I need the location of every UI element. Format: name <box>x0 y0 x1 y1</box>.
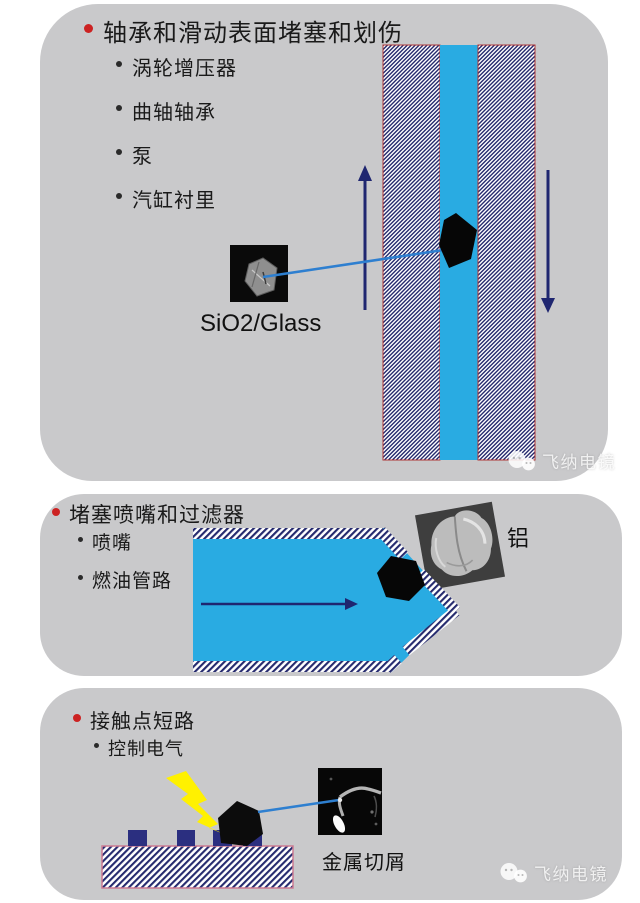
particle-label-aluminum: 铝 <box>507 526 531 551</box>
section-title-text: 接触点短路 <box>90 711 195 733</box>
section-title-nozzle: 堵塞喷嘴和过滤器 <box>52 499 245 529</box>
watermark: 飞纳电镜 <box>507 448 616 473</box>
list-item: 燃油管路 <box>78 566 172 593</box>
list-item: 汽缸衬里 <box>116 184 237 213</box>
list-item: 控制电气 <box>94 735 184 761</box>
bullet-icon <box>78 575 83 580</box>
particle-label-sio2: SiO2/Glass <box>200 310 322 337</box>
bullet-icon <box>78 537 83 542</box>
bullet-text: 燃油管路 <box>92 571 173 592</box>
red-bullet-icon <box>73 714 81 722</box>
particle-label-chips: 金属切屑 <box>322 852 406 874</box>
bullet-icon <box>116 193 122 199</box>
bullet-text: 曲轴轴承 <box>132 102 216 124</box>
bullet-text: 控制电气 <box>108 739 184 759</box>
watermark-text: 飞纳电镜 <box>542 453 616 472</box>
section-title-bearings: 轴承和滑动表面堵塞和划伤 <box>84 13 403 48</box>
list-item: 喷嘴 <box>78 528 172 555</box>
bullet-text: 汽缸衬里 <box>132 190 216 212</box>
red-bullet-icon <box>84 24 93 33</box>
list-item: 涡轮增压器 <box>116 52 237 81</box>
bullet-list-bearings: 涡轮增压器 曲轴轴承 泵 汽缸衬里 <box>116 52 237 213</box>
section-title-contacts: 接触点短路 <box>73 705 195 734</box>
list-item: 泵 <box>116 140 237 169</box>
bullet-list-contacts: 控制电气 <box>94 735 184 761</box>
red-bullet-icon <box>52 508 60 516</box>
bullet-icon <box>116 105 122 111</box>
watermark-logo-icon <box>500 862 527 882</box>
bullet-list-nozzle: 喷嘴 燃油管路 <box>78 528 172 593</box>
section-title-text: 堵塞喷嘴和过滤器 <box>69 503 245 527</box>
watermark: 飞纳电镜 <box>499 860 608 885</box>
list-item: 曲轴轴承 <box>116 96 237 125</box>
bullet-text: 涡轮增压器 <box>132 58 237 80</box>
bullet-icon <box>94 743 99 748</box>
section-title-text: 轴承和滑动表面堵塞和划伤 <box>103 21 403 47</box>
watermark-logo-icon <box>508 450 535 470</box>
watermark-text: 飞纳电镜 <box>534 865 608 884</box>
bullet-text: 泵 <box>132 146 153 168</box>
bullet-icon <box>116 61 122 67</box>
bullet-text: 喷嘴 <box>92 533 133 554</box>
bullet-icon <box>116 149 122 155</box>
